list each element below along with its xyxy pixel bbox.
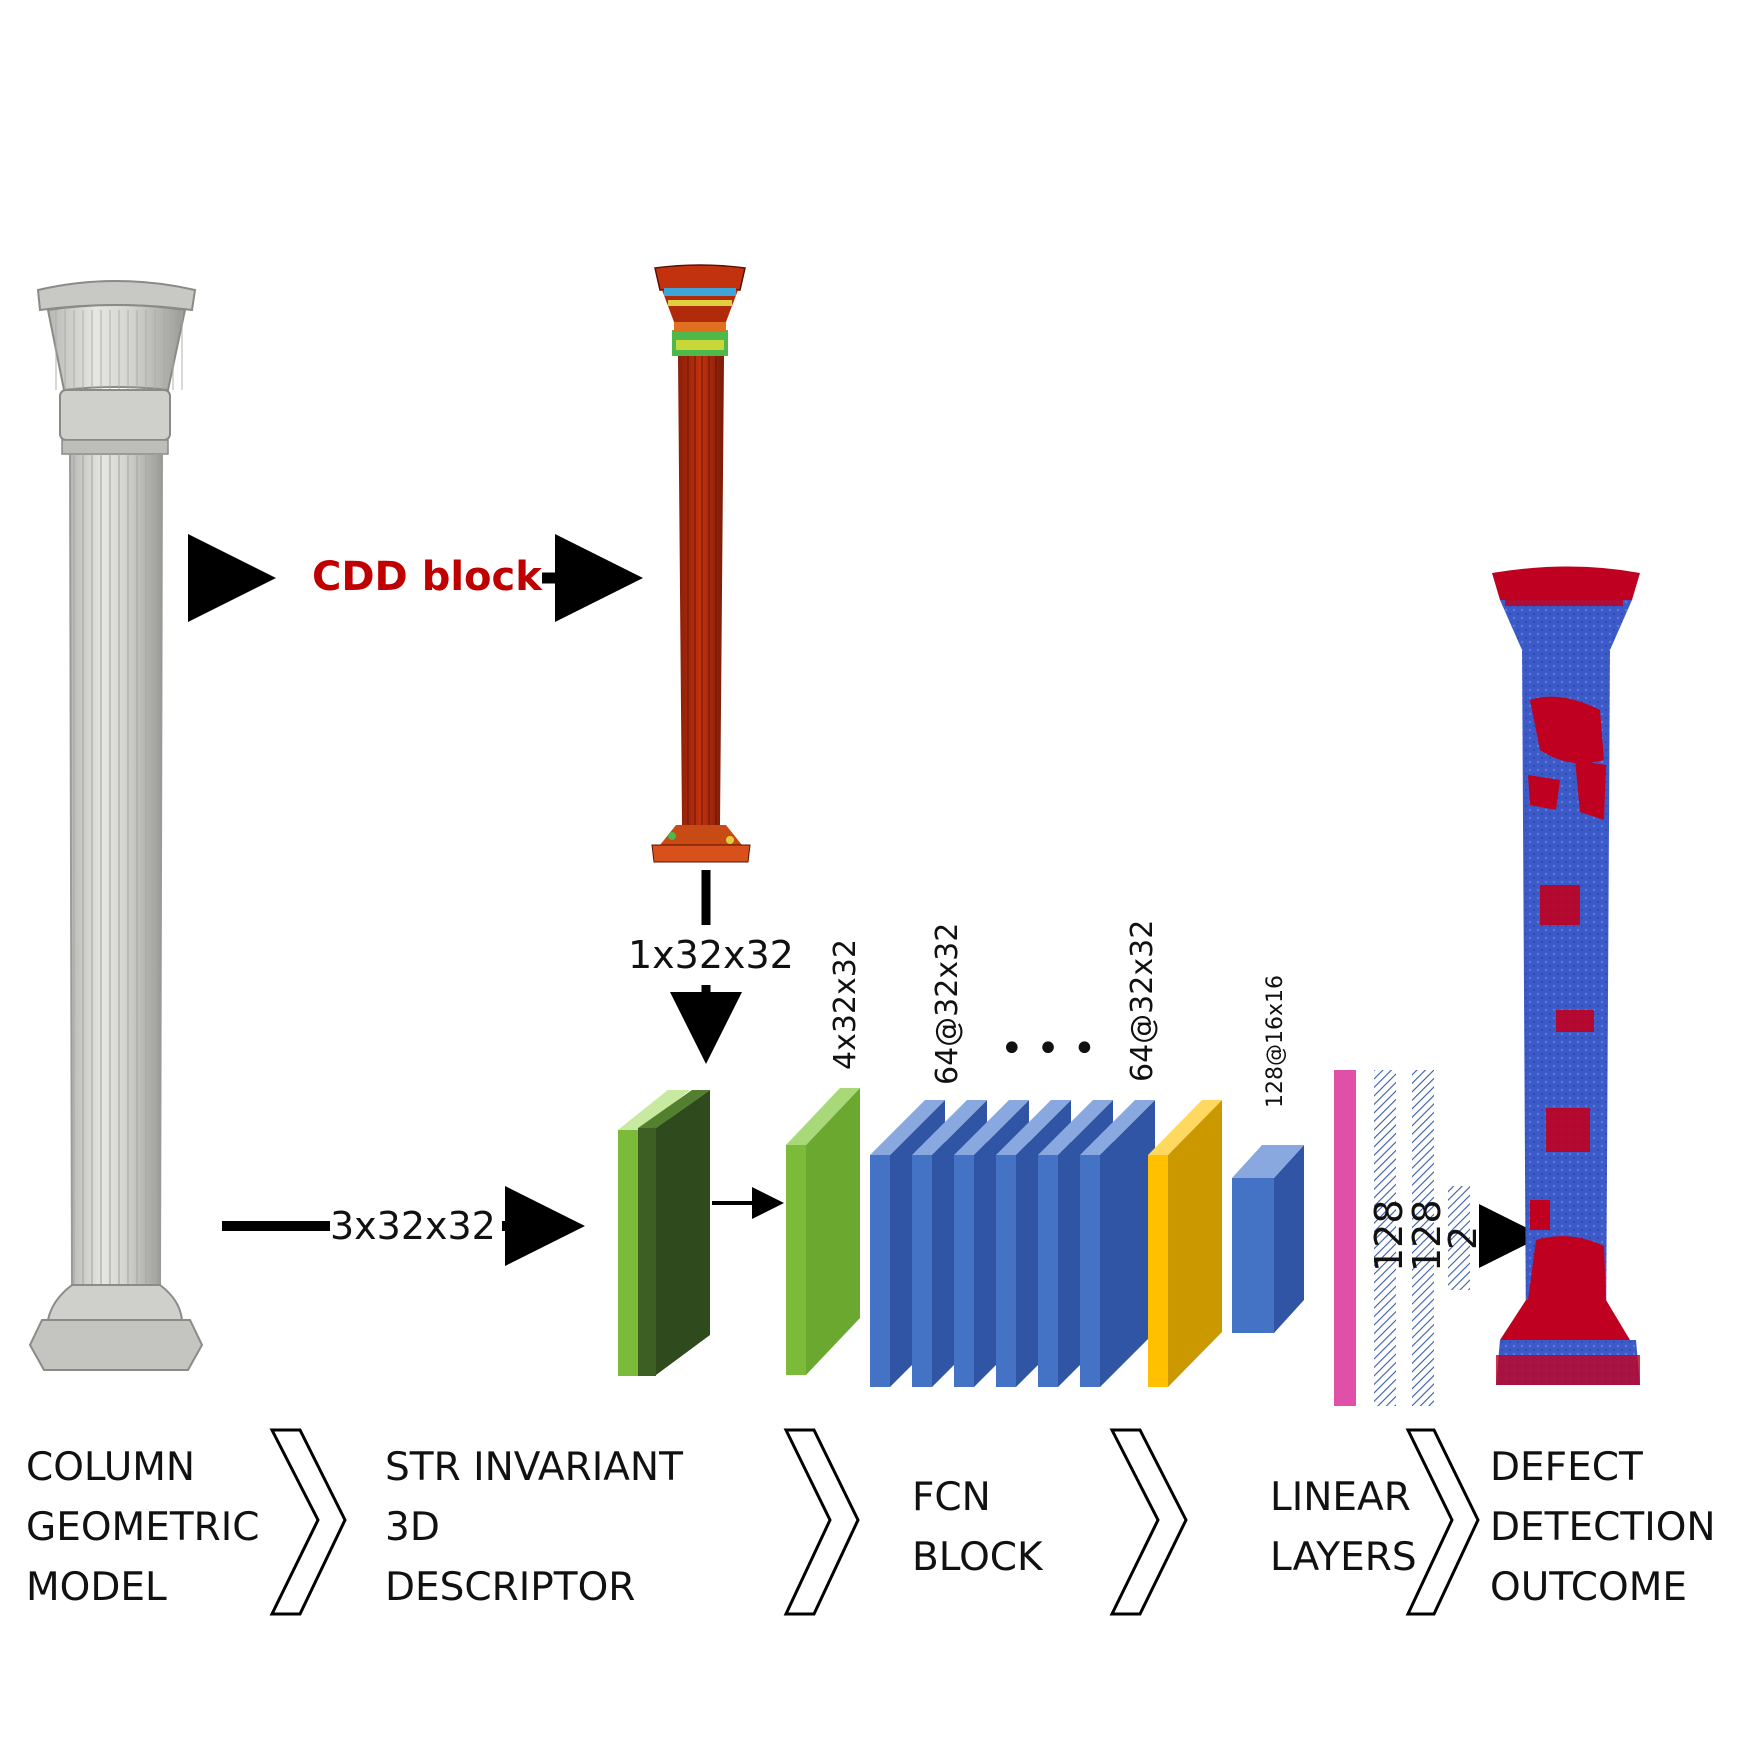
output-bar xyxy=(1448,1186,1470,1290)
column-geometric-model-icon xyxy=(28,280,204,1371)
conv-block-stack xyxy=(870,1100,1155,1387)
cdd-block-label: CDD block xyxy=(312,554,543,600)
chevron-right-icon xyxy=(783,1428,860,1616)
dim-conv-block-first: 64@32x32 xyxy=(930,923,965,1085)
conv1-block xyxy=(786,1088,860,1375)
stage-label-fcn: FCN BLOCK xyxy=(912,1475,1044,1580)
dim-pool: 128@16x16 xyxy=(1263,975,1288,1108)
descriptor-colormap-column-icon xyxy=(651,264,751,863)
chevron-right-icon xyxy=(269,1428,347,1616)
pooling-block xyxy=(1148,1100,1222,1387)
defect-detection-column-icon xyxy=(1492,566,1640,1385)
input-layer-block xyxy=(618,1090,710,1376)
dim-fc2: 128 xyxy=(1405,1199,1449,1272)
dim-conv1: 4x32x32 xyxy=(828,939,863,1070)
dim-input: 3x32x32 xyxy=(330,1204,496,1248)
conv-layer xyxy=(1080,1100,1155,1387)
chevron-right-icon xyxy=(1405,1428,1480,1616)
dim-conv-block-last: 64@32x32 xyxy=(1125,920,1160,1082)
stage-labels: COLUMN GEOMETRIC MODEL STR INVARIANT 3D … xyxy=(26,1445,1728,1610)
fc2-bar xyxy=(1412,1070,1434,1406)
linear-layers xyxy=(1334,1070,1470,1406)
stage-label-linear: LINEAR LAYERS xyxy=(1270,1475,1423,1580)
dim-fc1: 128 xyxy=(1367,1199,1411,1272)
fc1-bar xyxy=(1374,1070,1396,1406)
conv-128-block xyxy=(1232,1145,1304,1333)
chevron-right-icon xyxy=(1109,1428,1188,1616)
flatten-bar xyxy=(1334,1070,1356,1406)
stage-label-descriptor: STR INVARIANT 3D DESCRIPTOR xyxy=(385,1445,695,1610)
stage-label-outcome: DEFECT DETECTION OUTCOME xyxy=(1490,1445,1728,1610)
ellipsis: • • • xyxy=(1000,1026,1096,1072)
dim-descriptor: 1x32x32 xyxy=(628,933,794,977)
stage-chevrons xyxy=(269,1428,1480,1616)
dim-out: 2 xyxy=(1441,1226,1485,1250)
stage-label-column-model: COLUMN GEOMETRIC MODEL xyxy=(26,1445,272,1610)
cdd-flow: CDD block xyxy=(188,534,643,622)
